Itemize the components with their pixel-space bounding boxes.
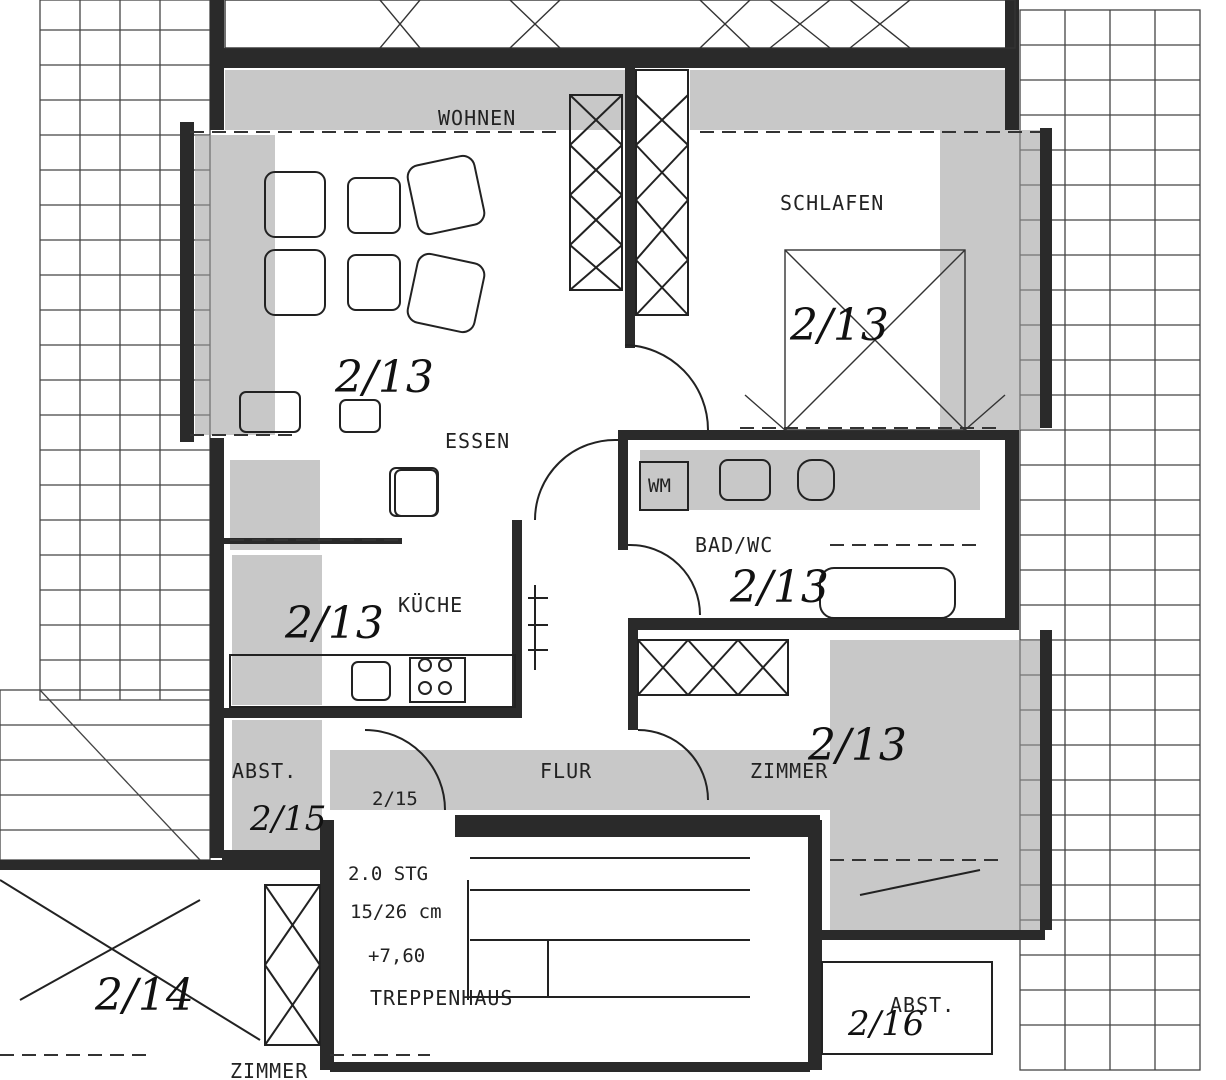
door-swings [364,344,981,896]
roof-slope-lines [0,131,1040,1056]
walls [0,0,1052,1072]
stair-floor-note: 2.0 STG [348,863,428,885]
storage-abst-right [821,961,993,1055]
annotation-kueche: 2/13 [284,598,384,649]
room-label-essen: ESSEN [445,429,510,453]
annotation-wohnen: 2/13 [334,352,434,403]
room-label-schlafen: SCHLAFEN [780,191,884,215]
room-label-abst-right: ABST. [890,993,955,1017]
annotation-bottom-left: 2/14 [94,970,194,1021]
wardrobe-zimmer [637,639,789,696]
room-label-zimmer: ZIMMER [750,759,828,783]
roof-tiles-left [0,0,211,861]
room-label-abst-left: ABST. [232,759,297,783]
balcony-railing [224,0,1016,49]
annotation-abst-right: 2/16 [847,1004,924,1044]
room-label-wohnen: WOHNEN [438,106,516,130]
annotation-abst-left: 2/15 [249,799,326,839]
kitchen-counter [229,469,516,708]
stair-level-note: +7,60 [368,945,425,967]
scan-shading [195,70,1040,930]
stair-steps-note: 15/26 cm [350,901,442,923]
sofa-set [264,154,486,334]
staircase [467,585,750,1000]
wardrobe-wohnen [569,94,623,291]
room-label-kueche: KÜCHE [398,593,463,617]
bed [744,249,1006,431]
room-label-zimmer-bottom: ZIMMER [230,1059,308,1080]
annotation-schlafen: 2/13 [789,300,889,351]
storage-bottom-left [0,879,321,1046]
label-wm: WM [648,475,671,497]
annotation-bad: 2/13 [729,562,829,613]
bath-fixtures [639,459,956,619]
annotation-flur-note: 2/15 [372,788,418,810]
room-label-flur: FLUR [540,759,592,783]
room-label-treppenhaus: TREPPENHAUS [370,986,513,1010]
room-label-bad: BAD/WC [695,533,773,557]
annotation-zimmer: 2/13 [807,720,907,771]
wardrobe-schlafen [635,69,689,316]
